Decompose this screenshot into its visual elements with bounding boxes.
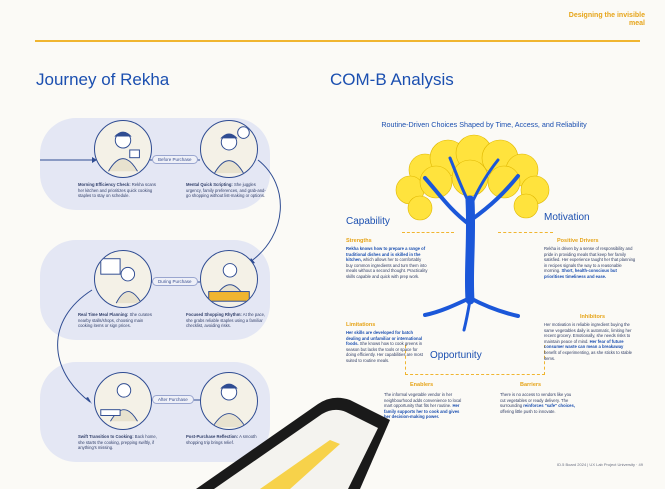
top-rule xyxy=(35,40,640,42)
pill-before-purchase: Before Purchase xyxy=(152,155,198,164)
page-footer: ID.5 Board 2024 | UX Lab Project Univers… xyxy=(557,462,643,467)
capability-title: Capability xyxy=(346,216,390,227)
journey-title: Journey of Rekha xyxy=(36,70,170,89)
opportunity-enablers-text: The informal vegetable vendor in her nei… xyxy=(384,392,462,420)
opportunity-enablers-label: Enablers xyxy=(410,382,434,388)
comb-title: COM-B Analysis xyxy=(330,70,454,89)
entry-arrowhead xyxy=(92,157,97,163)
opportunity-barriers-label: Barriers xyxy=(520,382,542,388)
step5-note: Swift Transition to Cooking: Back home, … xyxy=(78,434,157,451)
motivation-inhibitors-text: Her motivation is reliable ingredient bu… xyxy=(544,322,632,361)
step2-illustration xyxy=(200,120,258,178)
step1-note: Morning Efficiency Check: Rekha scans he… xyxy=(78,182,156,199)
tree-trunk xyxy=(423,156,520,332)
motivation-drivers-text: Rekha is driven by a sense of responsibi… xyxy=(544,246,636,279)
connector-capability xyxy=(402,232,454,233)
comb-subtitle: Routine-Driven Choices Shaped by Time, A… xyxy=(381,120,587,129)
motivation-inhibitors-label: Inhibitors xyxy=(580,314,606,320)
connector-opportunity xyxy=(405,345,545,375)
opportunity-barriers-text: There is no access to vendors like you c… xyxy=(500,392,575,414)
tree-canopy xyxy=(395,134,550,221)
step3-illustration xyxy=(94,250,152,308)
motivation-title: Motivation xyxy=(544,212,590,223)
arrowhead-step5 xyxy=(86,397,92,404)
connector-motivation xyxy=(498,232,553,233)
connector-step3-step5 xyxy=(57,289,93,403)
capability-limitations-text: Her skills are developed for batch deali… xyxy=(346,330,423,363)
pill-during-purchase: During Purchase xyxy=(152,277,198,286)
corner-title: Designing the invisible meal xyxy=(568,12,645,27)
capability-strengths-text: Rekha knows how to prepare a range of tr… xyxy=(346,246,428,279)
motivation-drivers-label: Positive Drivers xyxy=(557,238,599,244)
capability-strengths-label: Strengths xyxy=(346,238,372,244)
step4-note: Focused Shopping Rhythm: At the pace, sh… xyxy=(186,312,266,329)
step3-note: Real Time Meal Planning: She curates nea… xyxy=(78,312,152,329)
step5-illustration xyxy=(94,372,152,430)
capability-limitations-label: Limitations xyxy=(346,322,376,328)
step4-illustration xyxy=(200,250,258,308)
step1-illustration xyxy=(94,120,152,178)
step2-note: Mental Quick Scripting: She juggles urge… xyxy=(186,182,266,199)
pill-after-purchase: After Purchase xyxy=(152,395,194,404)
connector-step2-step4 xyxy=(249,159,281,263)
opportunity-title: Opportunity xyxy=(430,350,482,361)
